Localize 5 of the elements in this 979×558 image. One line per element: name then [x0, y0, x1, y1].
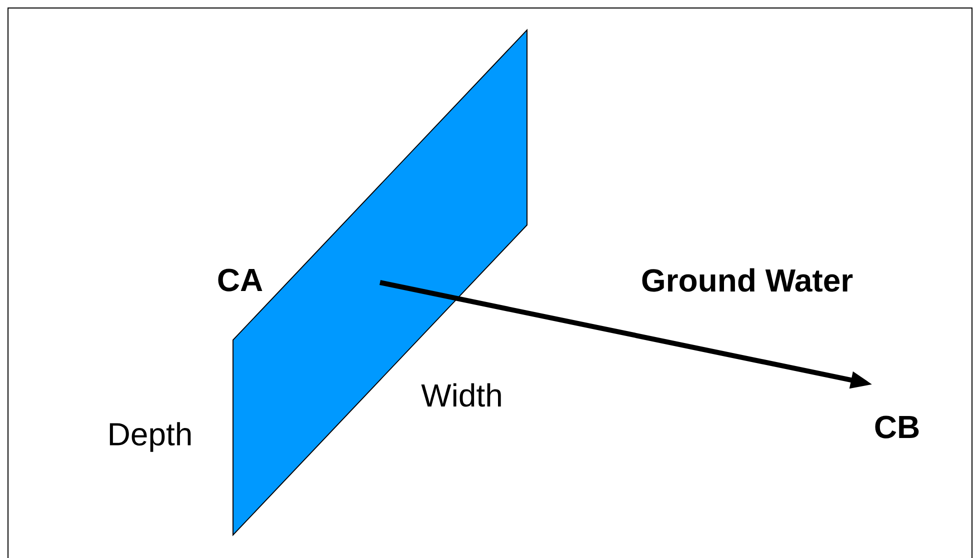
dimension-label: Depth [110, 422, 191, 452]
edge-label: Ground Water [638, 266, 856, 294]
point-label: CA [218, 268, 262, 292]
dimension-label: Width [421, 383, 501, 407]
point-label: CB [875, 416, 919, 438]
